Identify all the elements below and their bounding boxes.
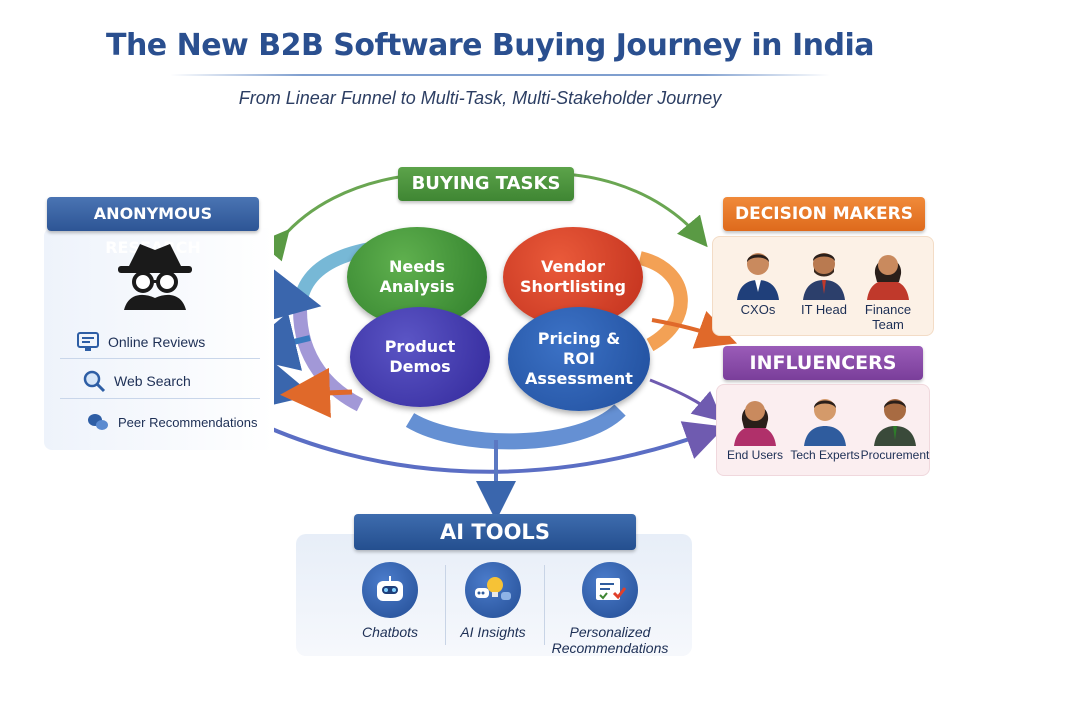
- page-title: The New B2B Software Buying Journey in I…: [105, 28, 875, 63]
- task-pricing-roi: Pricing & ROI Assessment: [508, 307, 650, 411]
- ai-item-personalized-recommendations: Personalized Recommendations: [540, 562, 680, 656]
- person-avatar-icon: [874, 399, 916, 446]
- person-avatar-icon: [804, 399, 846, 446]
- task-demos-line2: Demos: [389, 357, 451, 376]
- person-avatar-icon: [867, 255, 909, 300]
- anon-item-peer-recommendations: Peer Recommendations: [86, 410, 257, 434]
- buying-tasks-banner: BUYING TASKS: [398, 167, 574, 201]
- anon-item-online-reviews: Online Reviews: [76, 330, 205, 354]
- person-label: Procurement: [860, 448, 930, 462]
- person-tech-experts: Tech Experts: [790, 390, 860, 463]
- title-divider: [170, 74, 830, 76]
- ai-divider: [445, 565, 446, 645]
- ai-item-chatbots: Chatbots: [350, 562, 430, 640]
- person-label: Tech Experts: [790, 448, 860, 462]
- ai-item-label: Chatbots: [361, 624, 419, 640]
- person-end-users: End Users: [722, 390, 788, 463]
- decision-makers-banner: DECISION MAKERS: [723, 197, 925, 231]
- task-needs-line1: Needs: [388, 257, 446, 276]
- task-needs-line2: Analysis: [379, 277, 455, 296]
- task-pricing-line3: Assessment: [525, 369, 633, 388]
- ai-item-label: AI Insights: [460, 624, 526, 640]
- ai-tools-banner: AI TOOLS: [354, 514, 636, 550]
- person-label: CXOs: [740, 302, 776, 317]
- person-avatar-icon: [734, 401, 776, 446]
- anon-divider: [60, 358, 260, 359]
- task-product-demos: Product Demos: [350, 307, 490, 407]
- magnifier-icon: [83, 370, 106, 393]
- page-subtitle: From Linear Funnel to Multi-Task, Multi-…: [238, 88, 722, 108]
- person-avatar-icon: [803, 253, 845, 300]
- cycle-to-dm-arrow: [651, 311, 738, 349]
- person-label-line2: Team: [872, 317, 904, 332]
- person-avatar-icon: [737, 253, 779, 300]
- task-demos-line1: Product: [384, 337, 456, 356]
- person-procurement: Procurement: [860, 390, 930, 463]
- person-label-line1: Finance: [864, 302, 912, 317]
- anon-divider: [60, 398, 260, 399]
- task-pricing-line2: ROI: [563, 349, 595, 368]
- checklist-icon: [582, 562, 638, 618]
- cycle-ring-bottom: [405, 403, 626, 450]
- task-needs-analysis: Needs Analysis: [347, 227, 487, 327]
- task-vendor-line1: Vendor: [540, 257, 606, 276]
- influencers-banner: INFLUENCERS: [723, 346, 923, 380]
- person-cxos: CXOs: [728, 244, 788, 317]
- task-vendor-line2: Shortlisting: [520, 277, 626, 296]
- lower-loop-arrow: [225, 393, 726, 474]
- cycle-to-search-arrow: [280, 367, 353, 418]
- ai-item-ai-insights: AI Insights: [452, 562, 534, 640]
- person-finance-team: Finance Team: [858, 244, 918, 332]
- ai-divider: [544, 565, 545, 645]
- anon-item-label: Web Search: [114, 373, 191, 389]
- robot-icon: [362, 562, 418, 618]
- anon-item-label: Peer Recommendations: [118, 414, 258, 430]
- lightbulb-chat-icon: [465, 562, 521, 618]
- ai-item-label-line2: Recommendations: [551, 640, 669, 656]
- ai-item-label-line1: Personalized: [569, 624, 651, 640]
- anon-item-label: Online Reviews: [108, 334, 206, 350]
- person-it-head: IT Head: [792, 244, 856, 317]
- cycle-to-inf-arrow: [649, 378, 724, 422]
- anon-item-web-search: Web Search: [82, 369, 191, 393]
- review-screen-icon: [77, 332, 99, 351]
- person-label: End Users: [726, 448, 784, 462]
- cycle-ring-right: [638, 251, 688, 352]
- anonymous-research-banner: ANONYMOUS RESEARCH: [47, 197, 259, 257]
- task-pricing-line1: Pricing &: [537, 329, 621, 348]
- person-label: IT Head: [800, 302, 847, 317]
- incognito-spy-icon: [118, 244, 192, 310]
- chat-bubbles-icon: [88, 414, 108, 430]
